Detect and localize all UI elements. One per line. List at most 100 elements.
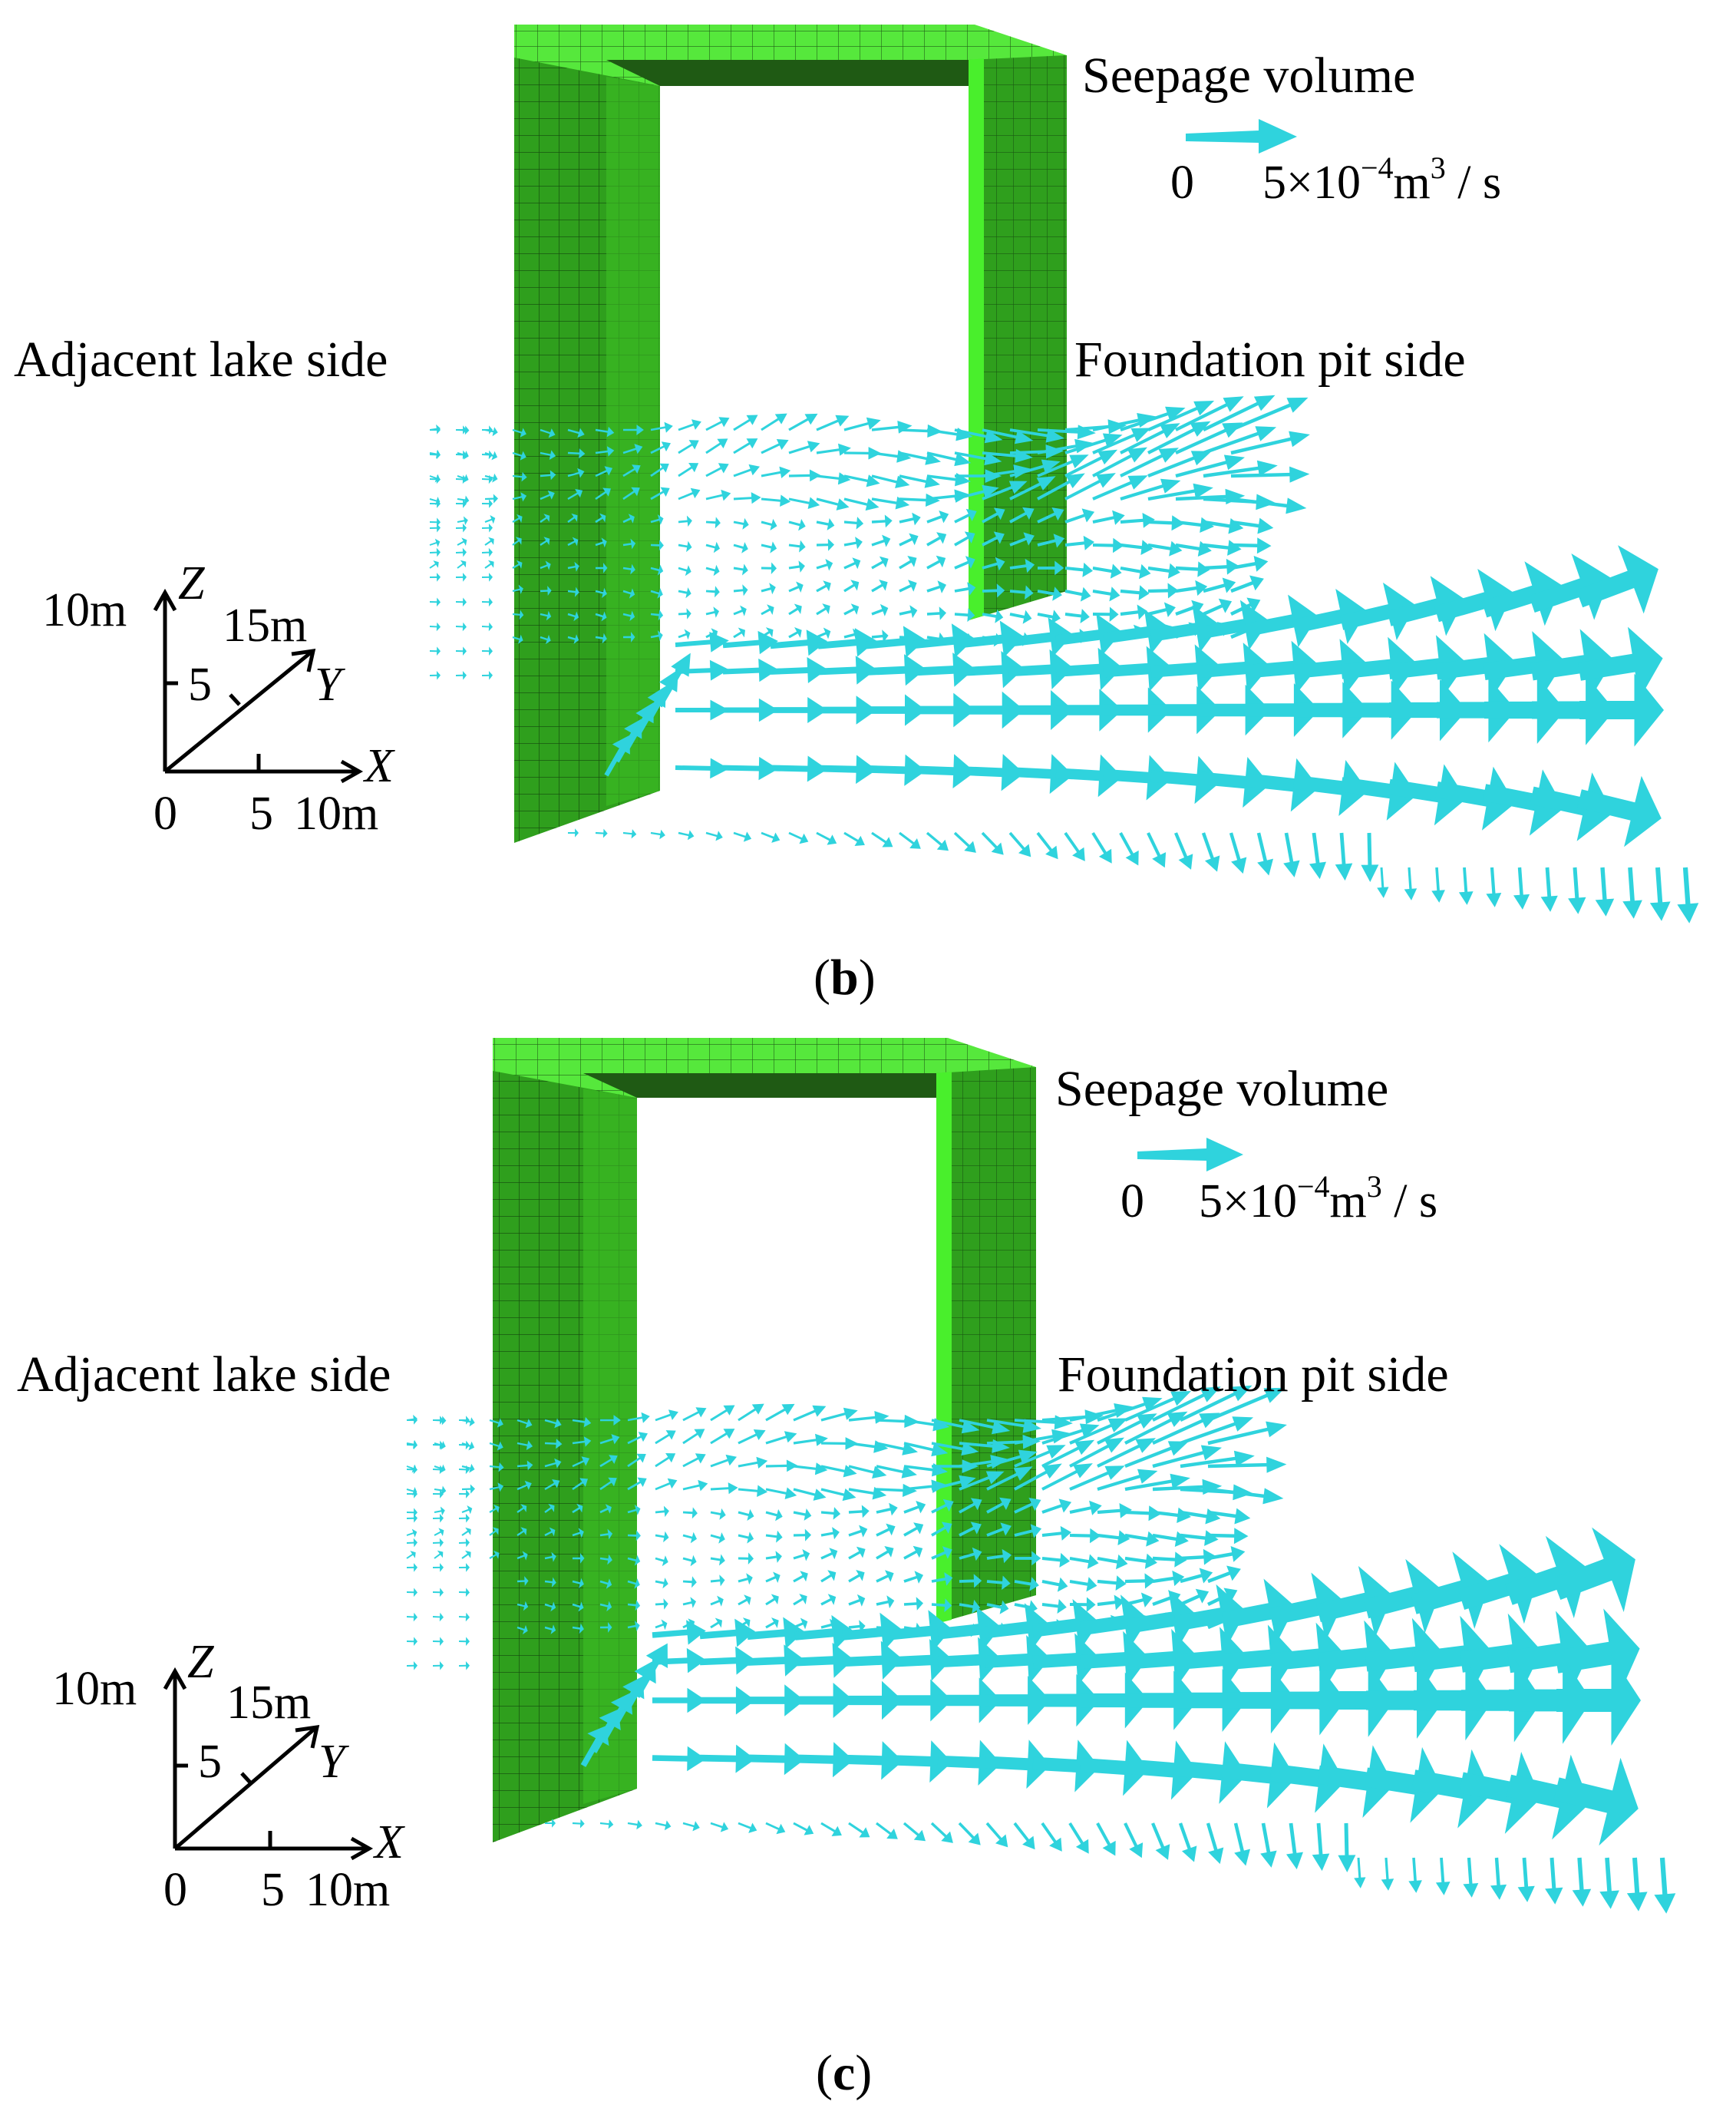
seepage-arrow xyxy=(482,622,493,632)
seepage-arrow xyxy=(1431,867,1445,903)
seepage-arrow xyxy=(1459,1752,1541,1834)
svg-text:10m: 10m xyxy=(42,584,127,636)
seepage-arrow xyxy=(1064,831,1085,861)
seepage-arrow xyxy=(456,671,467,680)
seepage-arrow xyxy=(788,560,805,573)
seepage-arrow xyxy=(876,1595,895,1609)
seepage-arrow xyxy=(1435,633,1516,698)
seepage-arrow xyxy=(627,1621,640,1632)
seepage-arrow xyxy=(459,1489,470,1498)
seepage-arrow xyxy=(876,1414,920,1428)
seepage-arrow xyxy=(899,512,921,526)
seepage-arrow xyxy=(913,754,975,788)
seepage-arrow xyxy=(544,1624,556,1634)
seepage-arrow xyxy=(959,1471,1005,1491)
seepage-arrow xyxy=(682,1576,697,1588)
seepage-arrow xyxy=(843,517,864,530)
seepage-arrow xyxy=(625,702,654,749)
seepage-arrow xyxy=(1152,1551,1187,1568)
seepage-arrow xyxy=(599,1477,617,1491)
seepage-arrow xyxy=(959,1574,982,1588)
seepage-arrow xyxy=(682,1407,707,1422)
seepage-arrow xyxy=(484,537,494,546)
seepage-arrow xyxy=(788,627,802,639)
seepage-arrow xyxy=(1150,755,1221,805)
seepage-arrow xyxy=(761,494,791,507)
seepage-arrow xyxy=(1316,1566,1393,1637)
seepage-arrow xyxy=(761,831,781,843)
seepage-arrow xyxy=(793,1571,808,1583)
seepage-arrow xyxy=(567,428,585,438)
seepage-arrow xyxy=(1271,1665,1346,1736)
coordinate-axes-icon xyxy=(153,588,364,784)
seepage-arrow xyxy=(456,499,467,508)
seepage-arrow xyxy=(1008,831,1031,857)
seepage-arrow xyxy=(456,547,467,557)
seepage-arrow xyxy=(655,1453,676,1468)
seepage-arrow xyxy=(482,671,493,680)
seepage-arrow xyxy=(1120,478,1181,501)
seepage-arrow xyxy=(1435,1857,1451,1895)
seepage-arrow xyxy=(747,1743,805,1776)
seepage-arrow xyxy=(1091,832,1112,864)
seepage-arrow xyxy=(954,556,975,570)
seepage-arrow xyxy=(512,634,523,644)
seepage-arrow xyxy=(1068,1822,1089,1854)
seepage-arrow xyxy=(434,1506,445,1516)
seepage-arrow xyxy=(407,1489,417,1498)
seepage-arrow xyxy=(705,463,729,477)
seepage-arrow xyxy=(1092,586,1120,602)
seepage-arrow xyxy=(627,1578,640,1589)
seepage-arrow xyxy=(1064,433,1123,454)
seepage-arrow xyxy=(1198,757,1270,808)
seepage-arrow xyxy=(1552,1527,1635,1612)
seepage-arrow xyxy=(489,1418,503,1428)
seepage-arrow xyxy=(407,1538,417,1548)
seepage-arrow xyxy=(1245,594,1319,648)
seepage-arrow xyxy=(1150,644,1221,692)
seepage-arrow xyxy=(738,1573,753,1585)
seepage-arrow xyxy=(572,1819,585,1829)
seepage-arrow xyxy=(959,1547,982,1561)
seepage-arrow xyxy=(1055,613,1123,656)
seepage-arrow xyxy=(705,831,723,841)
seepage-arrow xyxy=(793,1549,810,1561)
seepage-arrow xyxy=(1175,454,1245,478)
seepage-arrow xyxy=(1174,832,1193,870)
seepage-arrow xyxy=(1230,556,1269,572)
seepage-arrow xyxy=(678,830,695,841)
seepage-arrow xyxy=(622,588,635,599)
seepage-arrow xyxy=(818,696,877,725)
seepage-arrow xyxy=(705,517,721,529)
seepage-arrow xyxy=(899,556,917,570)
seepage-arrow xyxy=(1070,1597,1096,1612)
seepage-arrow xyxy=(816,627,831,639)
seepage-arrow xyxy=(1120,585,1150,600)
seepage-arrow xyxy=(705,586,720,598)
svg-text:10m: 10m xyxy=(294,788,378,840)
seepage-arrow xyxy=(1014,1577,1039,1591)
seepage-arrow xyxy=(1152,1386,1221,1422)
seepage-arrow xyxy=(1677,867,1699,923)
seepage-arrow xyxy=(817,755,877,785)
seepage-arrow xyxy=(761,439,789,454)
seepage-arrow xyxy=(567,561,579,572)
seepage-arrow xyxy=(489,1441,503,1451)
seepage-arrow xyxy=(512,451,526,461)
wall-top-shadow xyxy=(583,1073,936,1098)
seepage-arrow xyxy=(1568,867,1586,914)
seepage-arrow xyxy=(816,497,850,510)
seepage-arrow xyxy=(567,489,583,500)
seepage-arrow xyxy=(595,513,606,524)
seepage-arrow xyxy=(1125,1573,1156,1589)
right-wall-inner-face xyxy=(969,58,984,620)
seepage-arrow xyxy=(459,1637,470,1646)
seepage-arrow xyxy=(820,1822,842,1836)
seepage-arrow xyxy=(459,1465,470,1475)
seepage-arrow xyxy=(512,428,526,438)
seepage-arrow xyxy=(761,518,777,530)
seepage-arrow xyxy=(1540,867,1558,912)
seepage-arrow xyxy=(456,523,467,533)
seepage-arrow xyxy=(1120,448,1179,477)
seepage-arrow xyxy=(406,1528,417,1538)
